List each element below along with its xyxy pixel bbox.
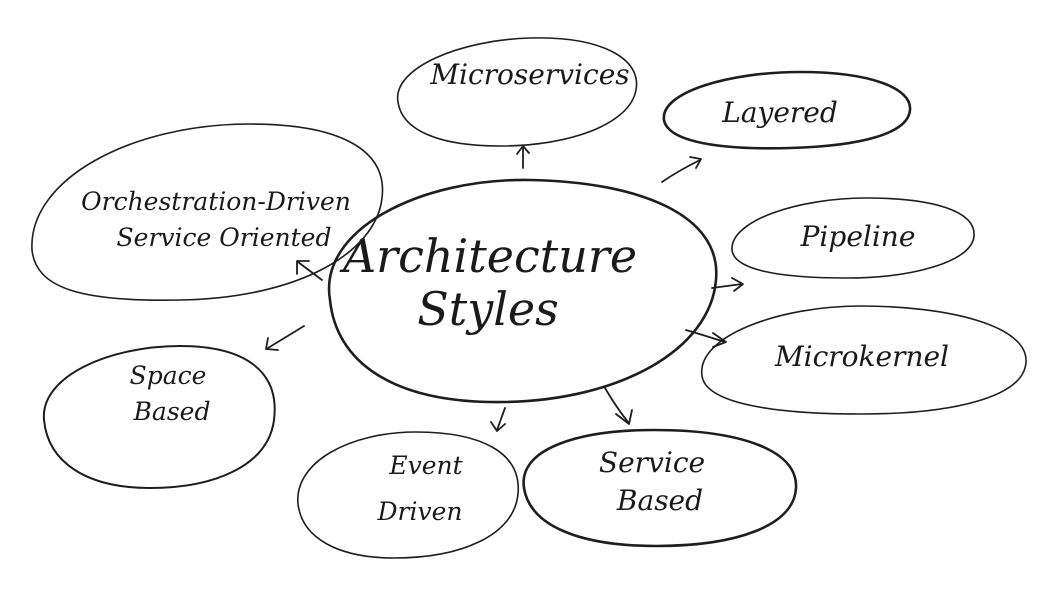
node-microkernel: Microkernel: [701, 305, 1027, 415]
node-label-space-based-line-2: Based: [133, 397, 211, 426]
arrow-to-orchestration-driven: [296, 260, 323, 281]
node-label-service-based-line-1: Service: [599, 446, 705, 479]
node-service-based: Service Based: [522, 428, 798, 548]
node-layered: Layered: [662, 70, 912, 150]
node-event-driven: Event Driven: [297, 431, 519, 559]
node-label-orchestration-line-1: Orchestration-Driven: [81, 187, 351, 216]
arrow-to-event-driven: [490, 407, 506, 432]
node-label-microservices: Microservices: [429, 58, 629, 91]
arrow-to-service-based: [604, 387, 633, 425]
center-title-line-1: Architecture: [339, 229, 637, 283]
arrow-to-pipeline: [711, 277, 744, 292]
node-label-event-driven-line-1: Event: [388, 451, 463, 480]
node-label-space-based-line-1: Space: [130, 361, 207, 390]
center-node: Architecture Styles: [327, 178, 718, 404]
arrow-to-layered: [661, 156, 702, 183]
node-orchestration-driven: Orchestration-Driven Service Oriented: [31, 123, 384, 301]
arrow-to-microkernel: [685, 329, 727, 348]
node-label-microkernel: Microkernel: [774, 340, 949, 373]
node-label-layered: Layered: [721, 96, 838, 129]
node-microservices: Microservices: [397, 37, 638, 147]
node-label-orchestration-line-2: Service Oriented: [117, 223, 332, 252]
node-label-service-based-line-2: Based: [616, 484, 703, 517]
arrow-to-space-based: [265, 325, 305, 351]
node-label-event-driven-line-2: Driven: [376, 497, 462, 526]
node-pipeline: Pipeline: [731, 197, 975, 279]
node-space-based: Space Based: [42, 345, 276, 489]
node-label-pipeline: Pipeline: [800, 220, 916, 253]
center-title-line-2: Styles: [417, 282, 559, 336]
arrow-to-microservices: [516, 145, 530, 169]
